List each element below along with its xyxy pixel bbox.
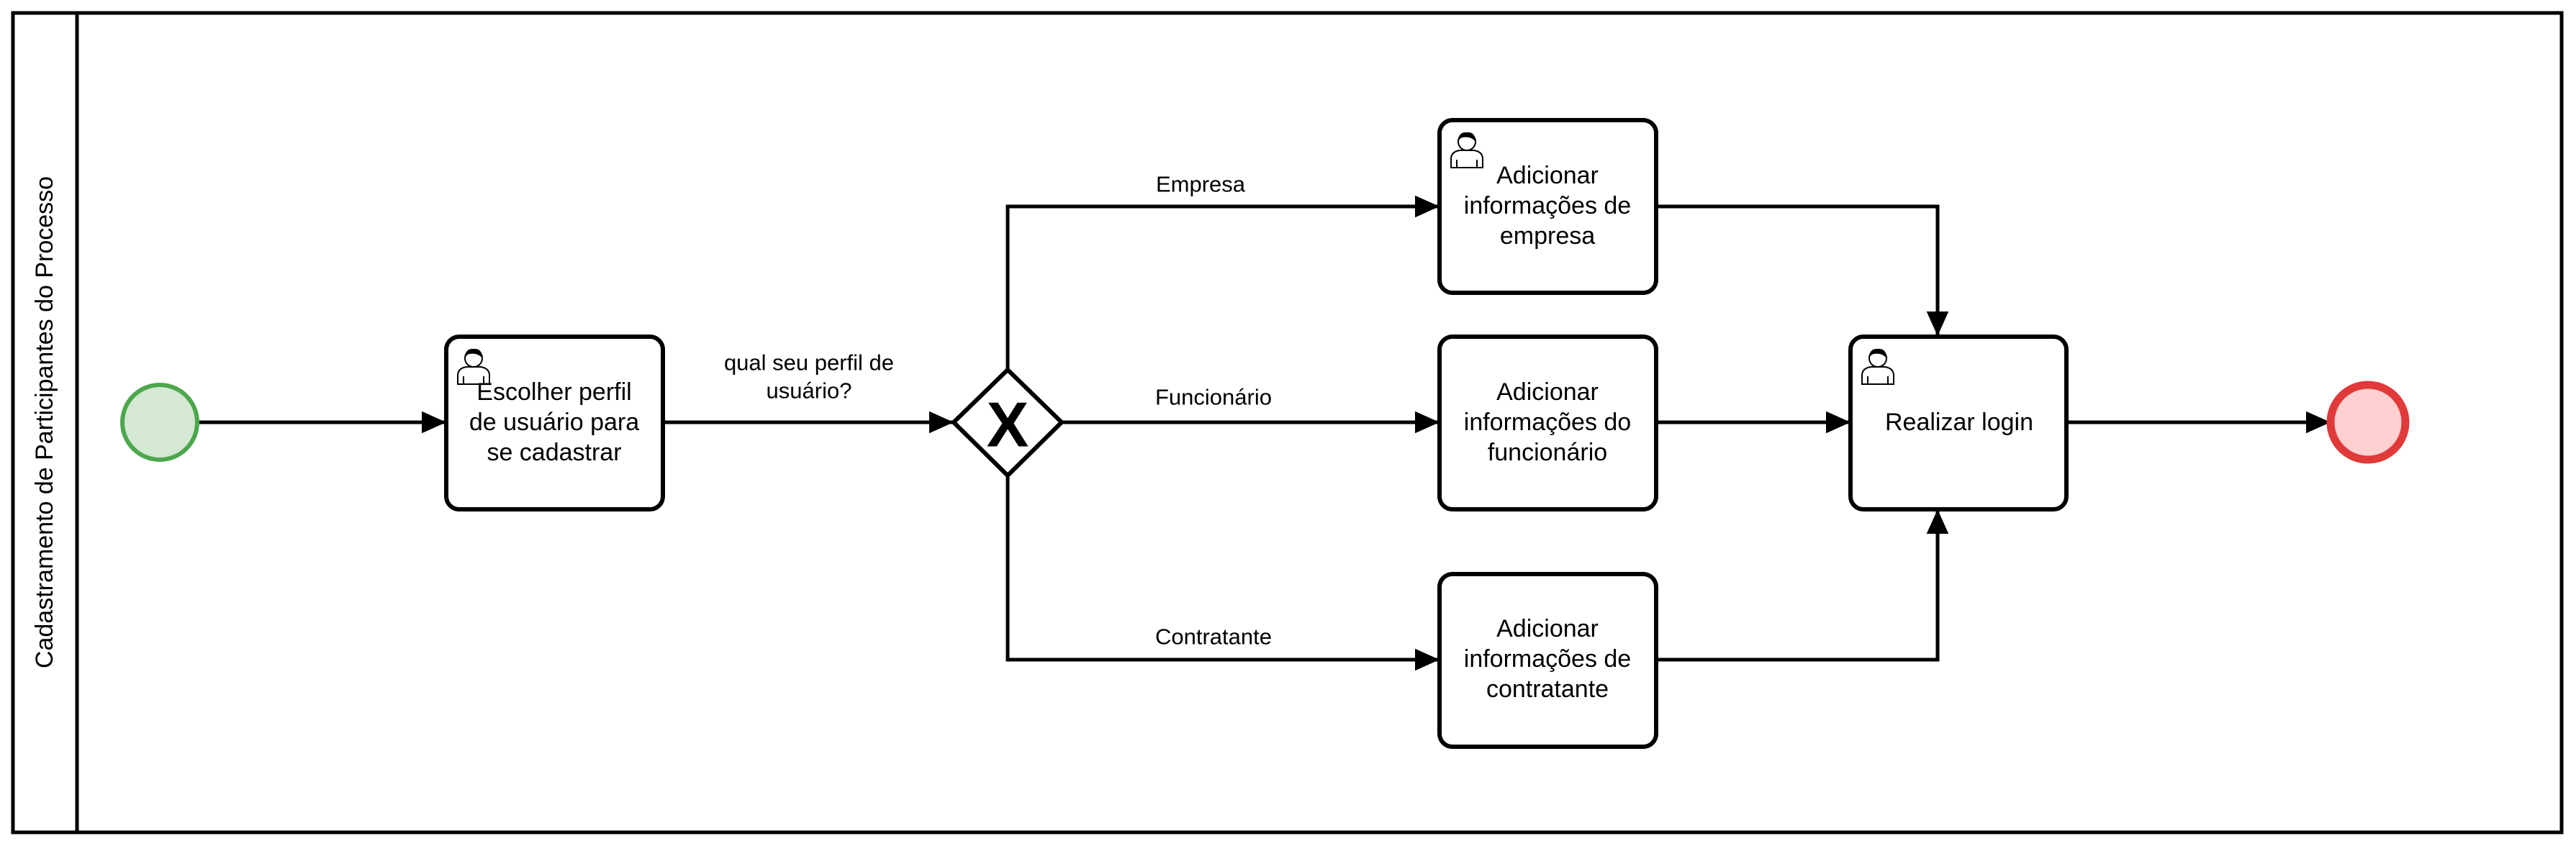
task-add-employee-line-2: informações do — [1464, 409, 1631, 436]
task-choose-profile-line-2: de usuário para — [469, 409, 639, 436]
task-login-label: Realizar login — [1885, 409, 2033, 436]
task-add-company[interactable]: Adicionar informações de empresa — [1437, 118, 1658, 295]
task-add-company-line-3: empresa — [1500, 222, 1595, 250]
task-add-employee-line-1: Adicionar — [1496, 378, 1599, 406]
task-choose-profile[interactable]: Escolher perfil de usuário para se cadas… — [444, 335, 665, 511]
task-login[interactable]: Realizar login — [1848, 335, 2069, 511]
exclusive-gateway[interactable]: X — [950, 366, 1065, 479]
task-add-contractor-line-2: informações de — [1464, 645, 1631, 673]
task-add-company-line-1: Adicionar — [1496, 162, 1599, 189]
flow-contractor-to-login — [1656, 509, 1949, 662]
gateway-question-line-1: qual seu perfil de — [724, 350, 894, 376]
task-add-employee[interactable]: Adicionar informações do funcionário — [1437, 335, 1658, 511]
pool-label: Cadastramento de Participantes do Proces… — [31, 176, 58, 668]
task-add-employee-line-3: funcionário — [1488, 439, 1607, 466]
flow-gateway-to-company — [1005, 195, 1440, 370]
task-add-contractor-line-1: Adicionar — [1496, 615, 1599, 642]
gateway-question-line-2: usuário? — [767, 378, 852, 404]
end-event[interactable] — [2326, 381, 2410, 464]
task-add-contractor[interactable]: Adicionar informações de contratante — [1437, 572, 1658, 749]
task-choose-profile-line-3: se cadastrar — [487, 439, 621, 466]
flow-label-company: Empresa — [1156, 172, 1246, 197]
start-event[interactable] — [120, 383, 199, 462]
flow-gateway-to-contractor — [1005, 476, 1440, 671]
gateway-x-icon: X — [987, 389, 1029, 460]
task-add-contractor-line-3: contratante — [1486, 676, 1609, 703]
task-add-company-line-2: informações de — [1464, 192, 1631, 219]
sequence-flows — [199, 195, 2331, 671]
flow-label-employee: Funcionário — [1155, 385, 1272, 410]
flow-label-contractor: Contratante — [1155, 624, 1272, 650]
flow-company-to-login — [1656, 204, 1949, 336]
task-choose-profile-line-1: Escolher perfil — [476, 378, 631, 406]
